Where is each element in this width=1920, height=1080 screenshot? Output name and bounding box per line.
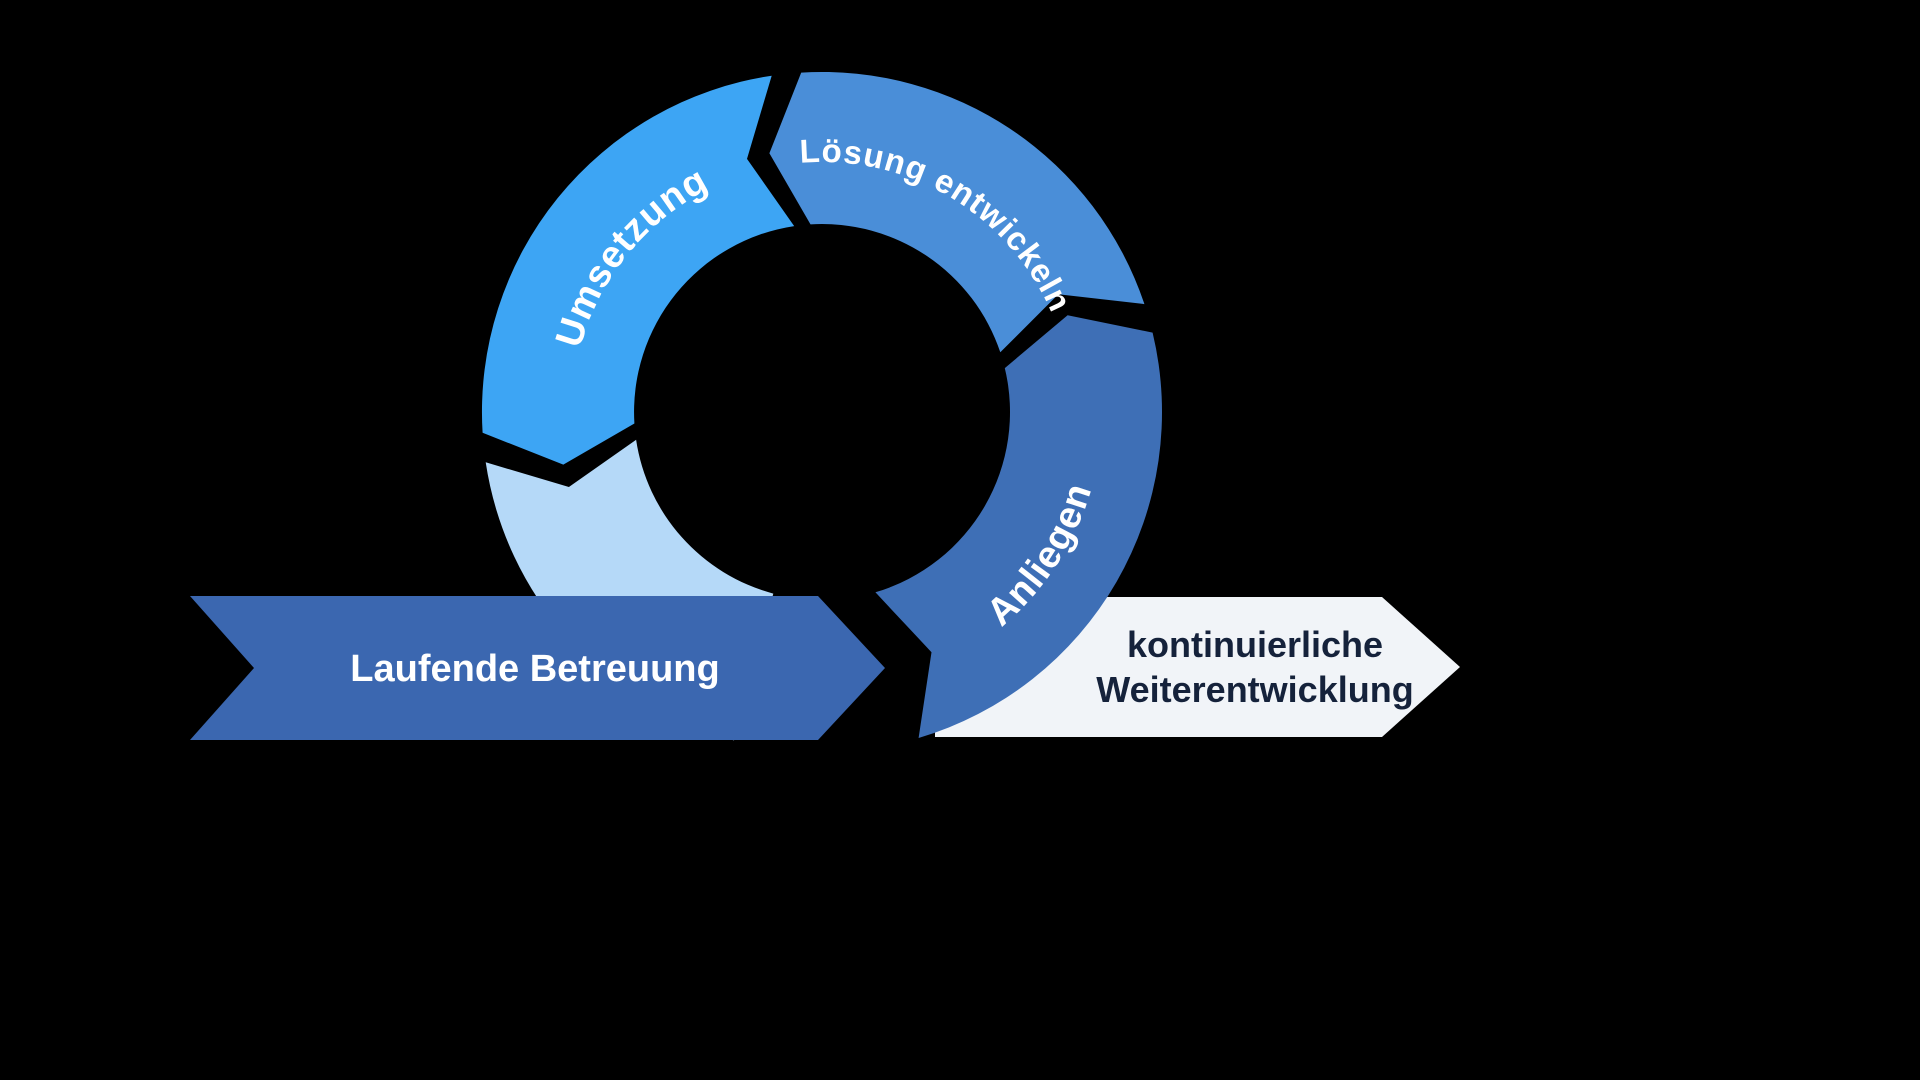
banner-arrow-laufende-betreuung <box>190 596 885 740</box>
segment-loesung-entwickeln <box>769 71 1145 353</box>
segment-umsetzung <box>481 75 795 465</box>
segment-anliegen <box>875 315 1163 738</box>
